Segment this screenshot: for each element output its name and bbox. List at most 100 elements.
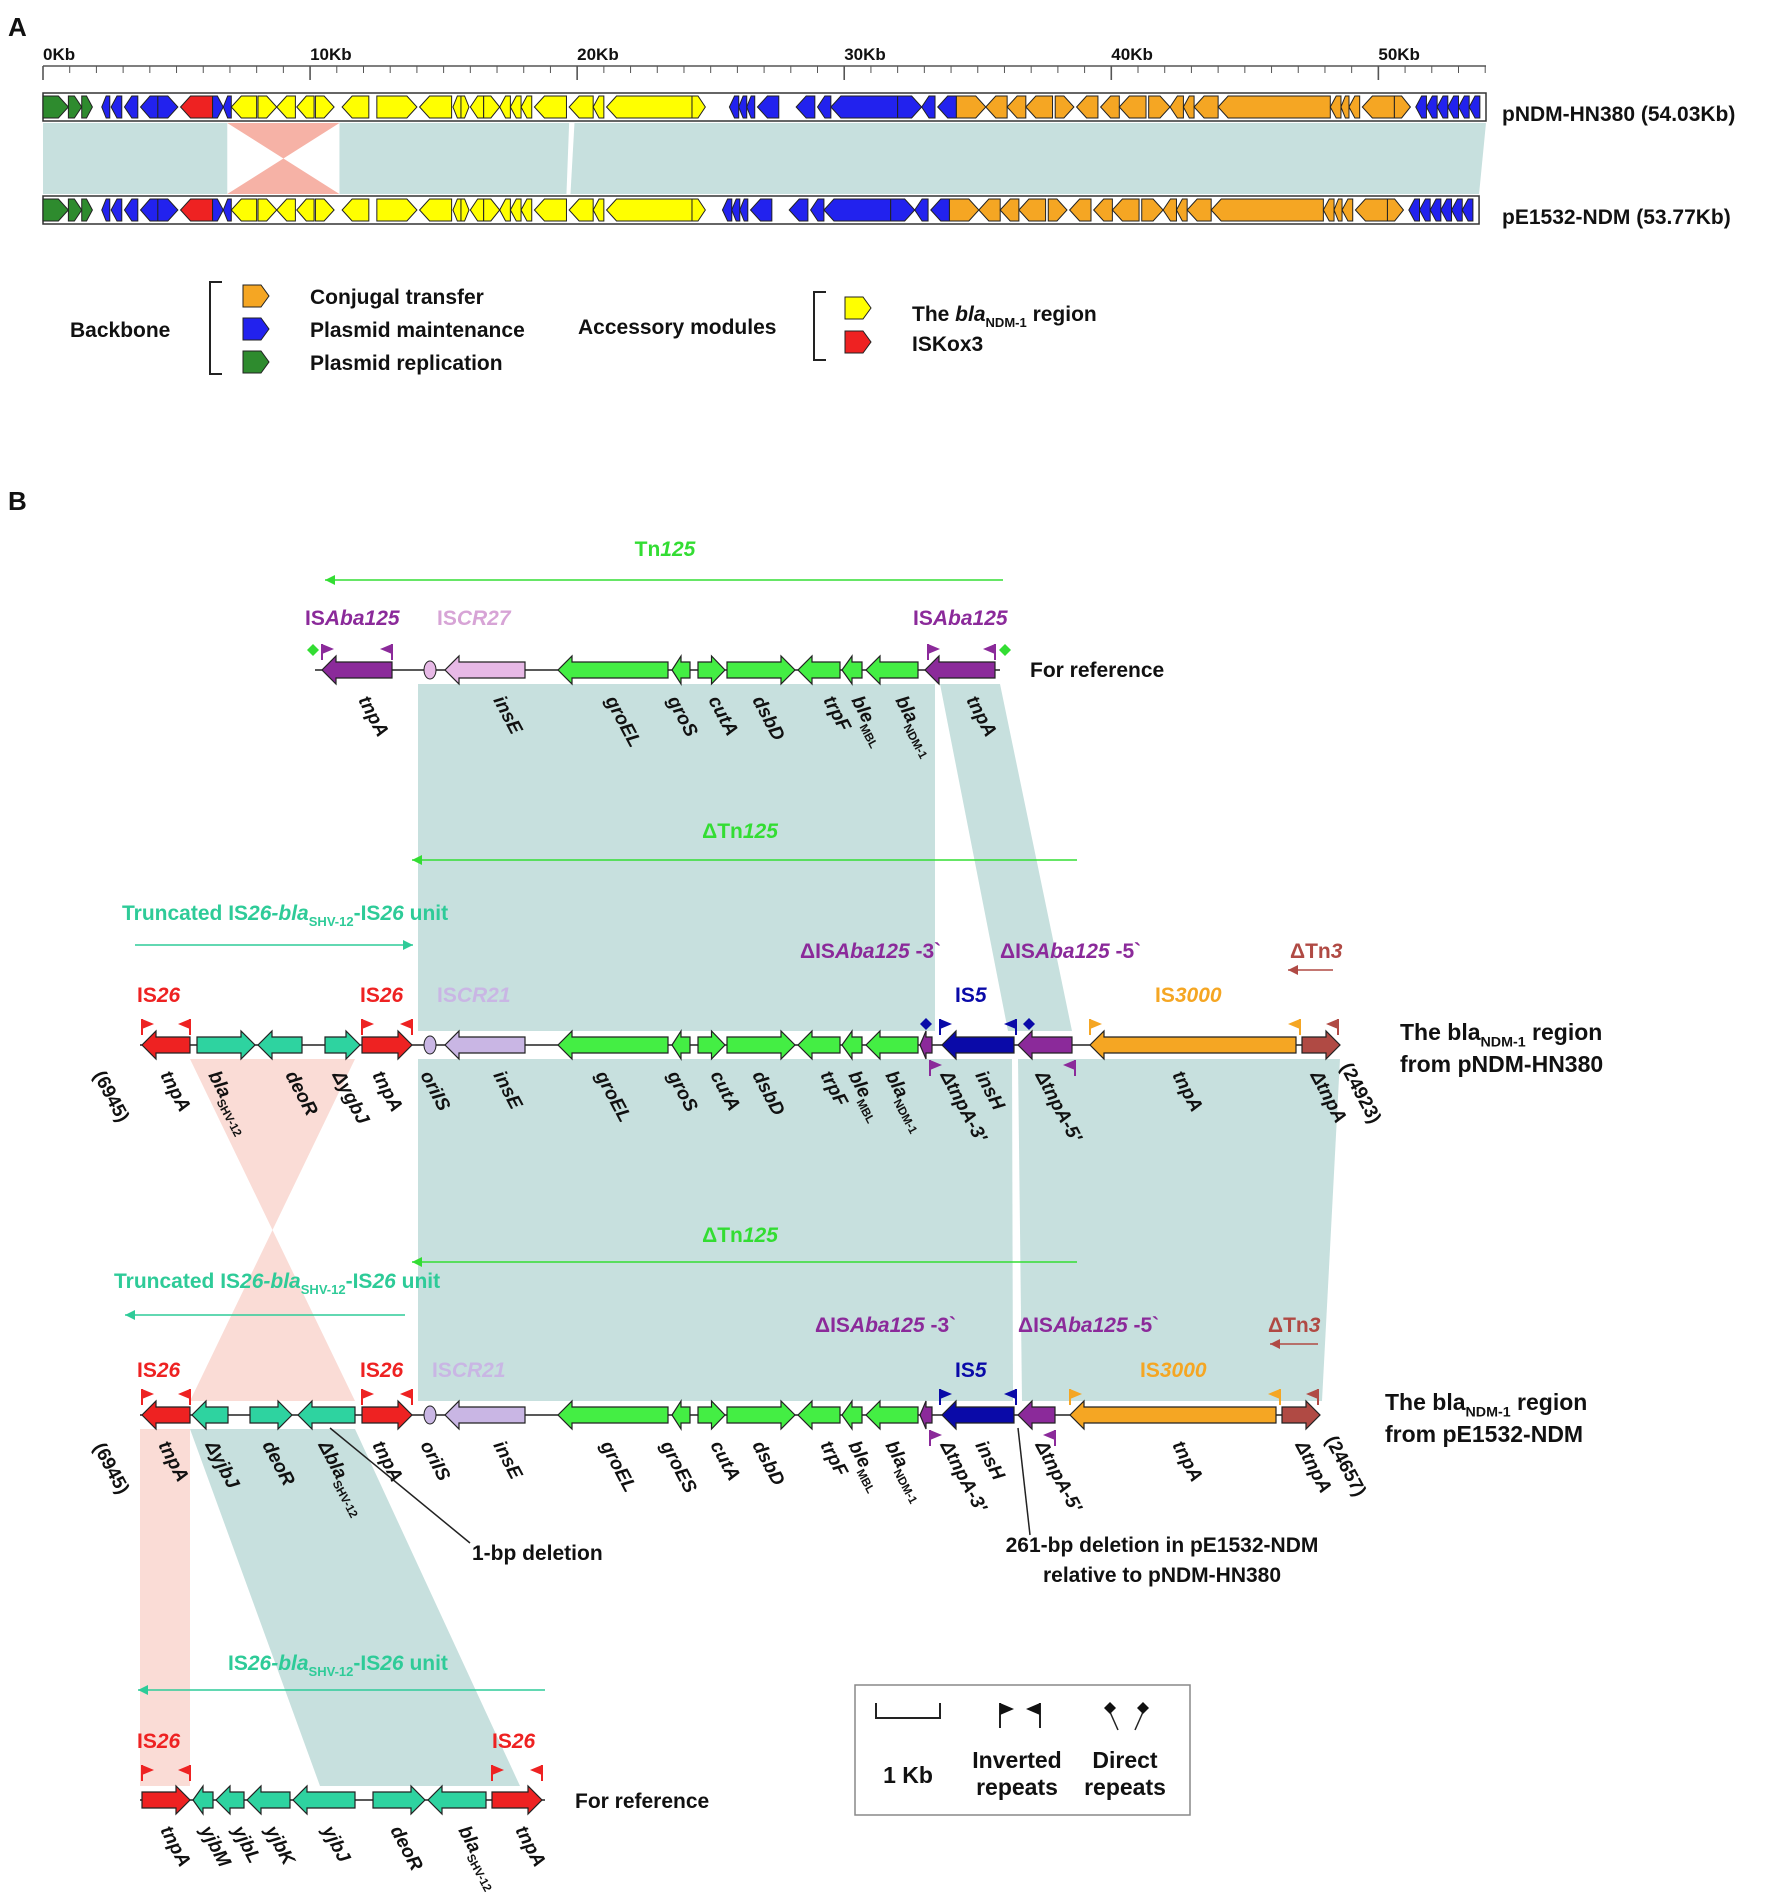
text-run: Aba125 xyxy=(1034,940,1110,963)
text-run: NDM-1 xyxy=(1466,1404,1511,1420)
text-run: 40Kb xyxy=(1111,45,1153,64)
repeat-flag xyxy=(983,644,995,654)
text-run: IS xyxy=(137,1730,157,1753)
text-run: SHV-12 xyxy=(309,1664,354,1679)
text-run: Inverted xyxy=(972,1747,1061,1773)
inversion-block xyxy=(227,123,340,194)
gene-arrow xyxy=(257,198,278,222)
gene-arrow xyxy=(509,95,522,119)
coord-left-1: (6945) xyxy=(89,1067,133,1125)
gene-arrow xyxy=(192,1784,214,1816)
gene-arrow xyxy=(1333,198,1343,222)
homology-block xyxy=(1018,1059,1340,1401)
text-run: 26-bla xyxy=(239,1270,301,1293)
gene-arrow xyxy=(924,654,996,686)
gene-arrow xyxy=(215,1784,245,1816)
gene-arrow xyxy=(1329,95,1342,119)
scale-label: 1 Kb xyxy=(883,1762,933,1788)
repeat-flag xyxy=(1063,1060,1075,1070)
gene-arrow xyxy=(830,95,899,119)
gene-arrow xyxy=(941,1399,1015,1431)
homology-block xyxy=(190,1429,520,1786)
repeat-flag xyxy=(530,1765,542,1775)
gene-arrow xyxy=(605,95,693,119)
callout-1bp xyxy=(329,1427,471,1544)
gene-arrow xyxy=(460,95,470,119)
gene-arrow xyxy=(101,95,111,119)
text-run: trpF xyxy=(816,1437,853,1481)
gene-arrow xyxy=(1175,198,1188,222)
gene-arrow xyxy=(1440,198,1453,222)
gene-arrow xyxy=(726,1029,796,1061)
repeat-flag xyxy=(1004,1019,1016,1029)
gene-arrow xyxy=(376,95,418,119)
text-run: (6945) xyxy=(89,1067,133,1125)
iscr21-label-1: ISCR21 xyxy=(437,984,511,1007)
gene-arrow xyxy=(1341,198,1354,222)
repeat-flag xyxy=(142,1389,154,1399)
text-run: Direct xyxy=(1092,1747,1158,1773)
callout-1bp-label: 1-bp deletion xyxy=(472,1542,603,1565)
text-run: CR27 xyxy=(457,607,512,630)
legend-iskox3: ISKox3 xyxy=(912,333,983,356)
region-label-2b: from pE1532-NDM xyxy=(1385,1421,1583,1447)
text-run: SHV-12 xyxy=(301,1282,346,1297)
gene-arrow xyxy=(809,198,825,222)
repeat-flag xyxy=(178,1019,190,1029)
is5-label-1: IS5 xyxy=(955,984,987,1007)
gene-arrow xyxy=(81,95,93,119)
text-run: tnpA xyxy=(156,1067,195,1115)
text-run: ΔIS xyxy=(1000,940,1035,963)
is3000-label-1: IS3000 xyxy=(1155,984,1222,1007)
gene-arrow xyxy=(427,1784,487,1816)
gene-arrow xyxy=(865,1399,919,1431)
gene-arrow xyxy=(361,1399,413,1431)
inverted-repeat-flag xyxy=(1000,1703,1014,1715)
gene-arrow xyxy=(222,95,232,119)
repeat-flag xyxy=(1043,1430,1055,1440)
gene-arrow xyxy=(341,198,370,222)
gene-arrow xyxy=(81,198,93,222)
repeat-flag xyxy=(400,1389,412,1399)
gene-arrow xyxy=(739,198,749,222)
text-run: Backbone xyxy=(70,319,170,342)
gene-arrow xyxy=(491,1784,543,1816)
gene-arrow xyxy=(592,95,605,119)
gene-arrow xyxy=(533,198,567,222)
gene-arrow xyxy=(110,95,123,119)
gene-label: insE xyxy=(489,1437,527,1483)
text-run: -IS xyxy=(353,1652,380,1675)
legend-plasmid-maintenance: Plasmid maintenance xyxy=(310,319,525,342)
text-run: IS xyxy=(1155,984,1175,1007)
gene-arrow xyxy=(999,198,1020,222)
dtn125-label-1: ΔTn125 xyxy=(702,820,778,843)
text-run: 3000 xyxy=(1175,984,1222,1007)
gene-arrow xyxy=(123,198,139,222)
dtn3-label-2: ΔTn3 xyxy=(1268,1314,1321,1337)
dtn125-span-2-head xyxy=(412,1257,422,1267)
text-run: yjbK xyxy=(260,1822,299,1870)
gene-arrow xyxy=(738,95,748,119)
gene-arrow xyxy=(592,198,605,222)
legend-box xyxy=(854,1684,1191,1816)
gene-arrow xyxy=(823,198,892,222)
repeat-flag xyxy=(142,1019,154,1029)
repeat-flag xyxy=(1306,1389,1318,1399)
gene-arrow xyxy=(897,95,923,119)
gene-arrow xyxy=(257,1029,303,1061)
gene-arrow xyxy=(671,1398,691,1432)
direct-repeat-right xyxy=(999,644,1011,656)
legend-bracket xyxy=(209,281,222,375)
gene-arrow xyxy=(157,198,179,222)
gene-arrow xyxy=(1457,95,1470,119)
gene-arrow xyxy=(1169,95,1184,119)
legend-backbone-label: Backbone xyxy=(70,319,170,342)
text-run: insE xyxy=(489,1437,527,1483)
gene-arrow xyxy=(1447,95,1459,119)
gene-arrow xyxy=(276,95,296,119)
gene-arrow xyxy=(890,198,916,222)
text-run: IS xyxy=(955,1359,975,1382)
text-run: IS xyxy=(492,1730,512,1753)
legend-bracket xyxy=(813,291,826,361)
is26-ref-right-label: IS26 xyxy=(492,1730,536,1753)
